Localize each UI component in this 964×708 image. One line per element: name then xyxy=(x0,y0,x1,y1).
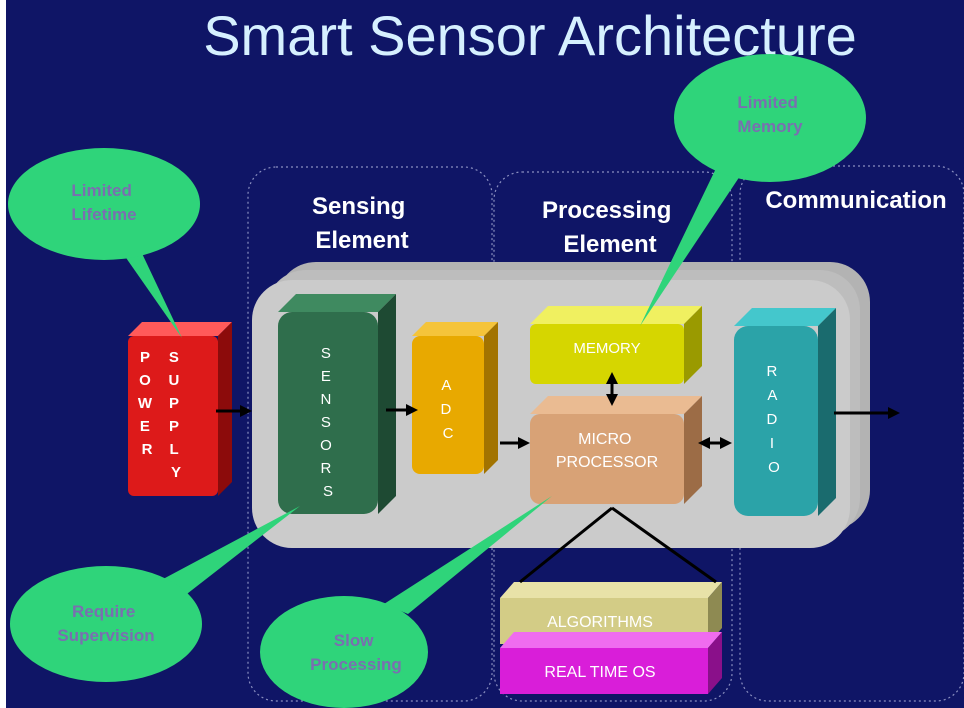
region-communication-label: Communication xyxy=(765,187,946,214)
rtos-block: REAL TIME OS xyxy=(500,632,722,694)
region-sensing-label: Sensing Element xyxy=(312,193,412,254)
svg-text:S E N S: S E N S O R S xyxy=(320,345,336,500)
power-supply-block: P O W E R S U P P L Y xyxy=(128,322,232,496)
microprocessor-block: MICRO PROCESSOR xyxy=(530,396,702,504)
sensors-block: S E N S O R S xyxy=(278,294,396,514)
svg-text:Limited Lifetime: Limited Lifetime xyxy=(71,181,136,224)
rtos-label: REAL TIME OS xyxy=(544,664,655,681)
callout-require-supervision: Require Supervision xyxy=(10,506,300,682)
adc-block: A D C xyxy=(412,322,498,474)
stack-connector-left xyxy=(519,506,613,584)
flow-arrows xyxy=(216,372,900,449)
memory-label: MEMORY xyxy=(573,340,640,357)
svg-text:P O W E: P O W E R xyxy=(138,349,156,458)
svg-text:R A D I: R A D I O xyxy=(766,363,781,476)
stack-connector-right xyxy=(611,506,717,584)
svg-text:A D C: A D C xyxy=(440,377,455,442)
svg-text:S U P P: S U P P L Y xyxy=(168,349,183,481)
region-processing-label: Processing Element xyxy=(542,197,678,258)
callout-limited-lifetime: Limited Lifetime xyxy=(8,148,200,338)
callout-limited-memory: Limited Memory xyxy=(640,54,866,326)
svg-text:Limited Memory: Limited Memory xyxy=(737,93,803,136)
svg-text:Slow Processing: Slow Processing xyxy=(310,631,402,674)
svg-text:Require Supervision: Require Supervision xyxy=(57,602,154,645)
radio-block: R A D I O xyxy=(734,308,836,516)
callout-slow-processing: Slow Processing xyxy=(260,496,552,708)
algorithms-label: ALGORITHMS xyxy=(547,614,653,631)
svg-text:MICRO PROCESSOR: MICRO PROCESSOR xyxy=(556,431,658,471)
memory-block: MEMORY xyxy=(530,306,702,384)
